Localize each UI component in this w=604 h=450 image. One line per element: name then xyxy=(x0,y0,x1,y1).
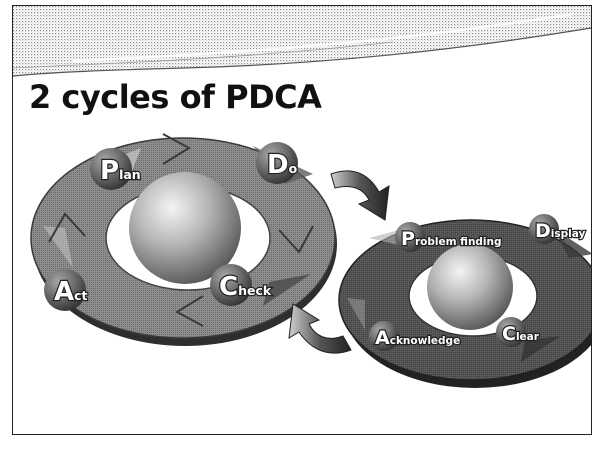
do-badge xyxy=(256,142,298,184)
sphere-small xyxy=(427,244,513,330)
cycle-arrow-left xyxy=(288,303,352,354)
plan-label: Plan xyxy=(100,156,141,186)
slide-title: 2 cycles of PDCA xyxy=(29,78,322,116)
check-label: Check xyxy=(219,272,272,302)
clear-label: Clear xyxy=(502,323,540,345)
header-banner xyxy=(13,6,591,77)
display-label: Display xyxy=(535,220,586,242)
slide-canvas: Plan Do Check Act Problem f xyxy=(13,6,591,388)
clear-badge xyxy=(496,317,526,347)
sphere-large xyxy=(129,172,241,284)
act-label: Act xyxy=(54,277,88,307)
do-label: Do xyxy=(267,150,298,180)
plan-badge xyxy=(90,148,132,190)
problem-finding-badge xyxy=(395,222,425,252)
acknowledge-badge xyxy=(369,321,399,351)
pdca-cycle-large: Plan Do Check Act xyxy=(30,133,337,346)
slide: Plan Do Check Act Problem f xyxy=(12,5,592,435)
display-badge xyxy=(529,214,559,244)
check-badge xyxy=(210,264,252,306)
problem-finding-label: Problem finding xyxy=(401,228,502,250)
acknowledge-label: Acknowledge xyxy=(375,327,460,349)
act-badge xyxy=(44,269,86,311)
pdca-cycle-small: Problem finding Display Clear Acknowledg… xyxy=(338,214,591,388)
cycle-arrow-right xyxy=(330,170,390,221)
